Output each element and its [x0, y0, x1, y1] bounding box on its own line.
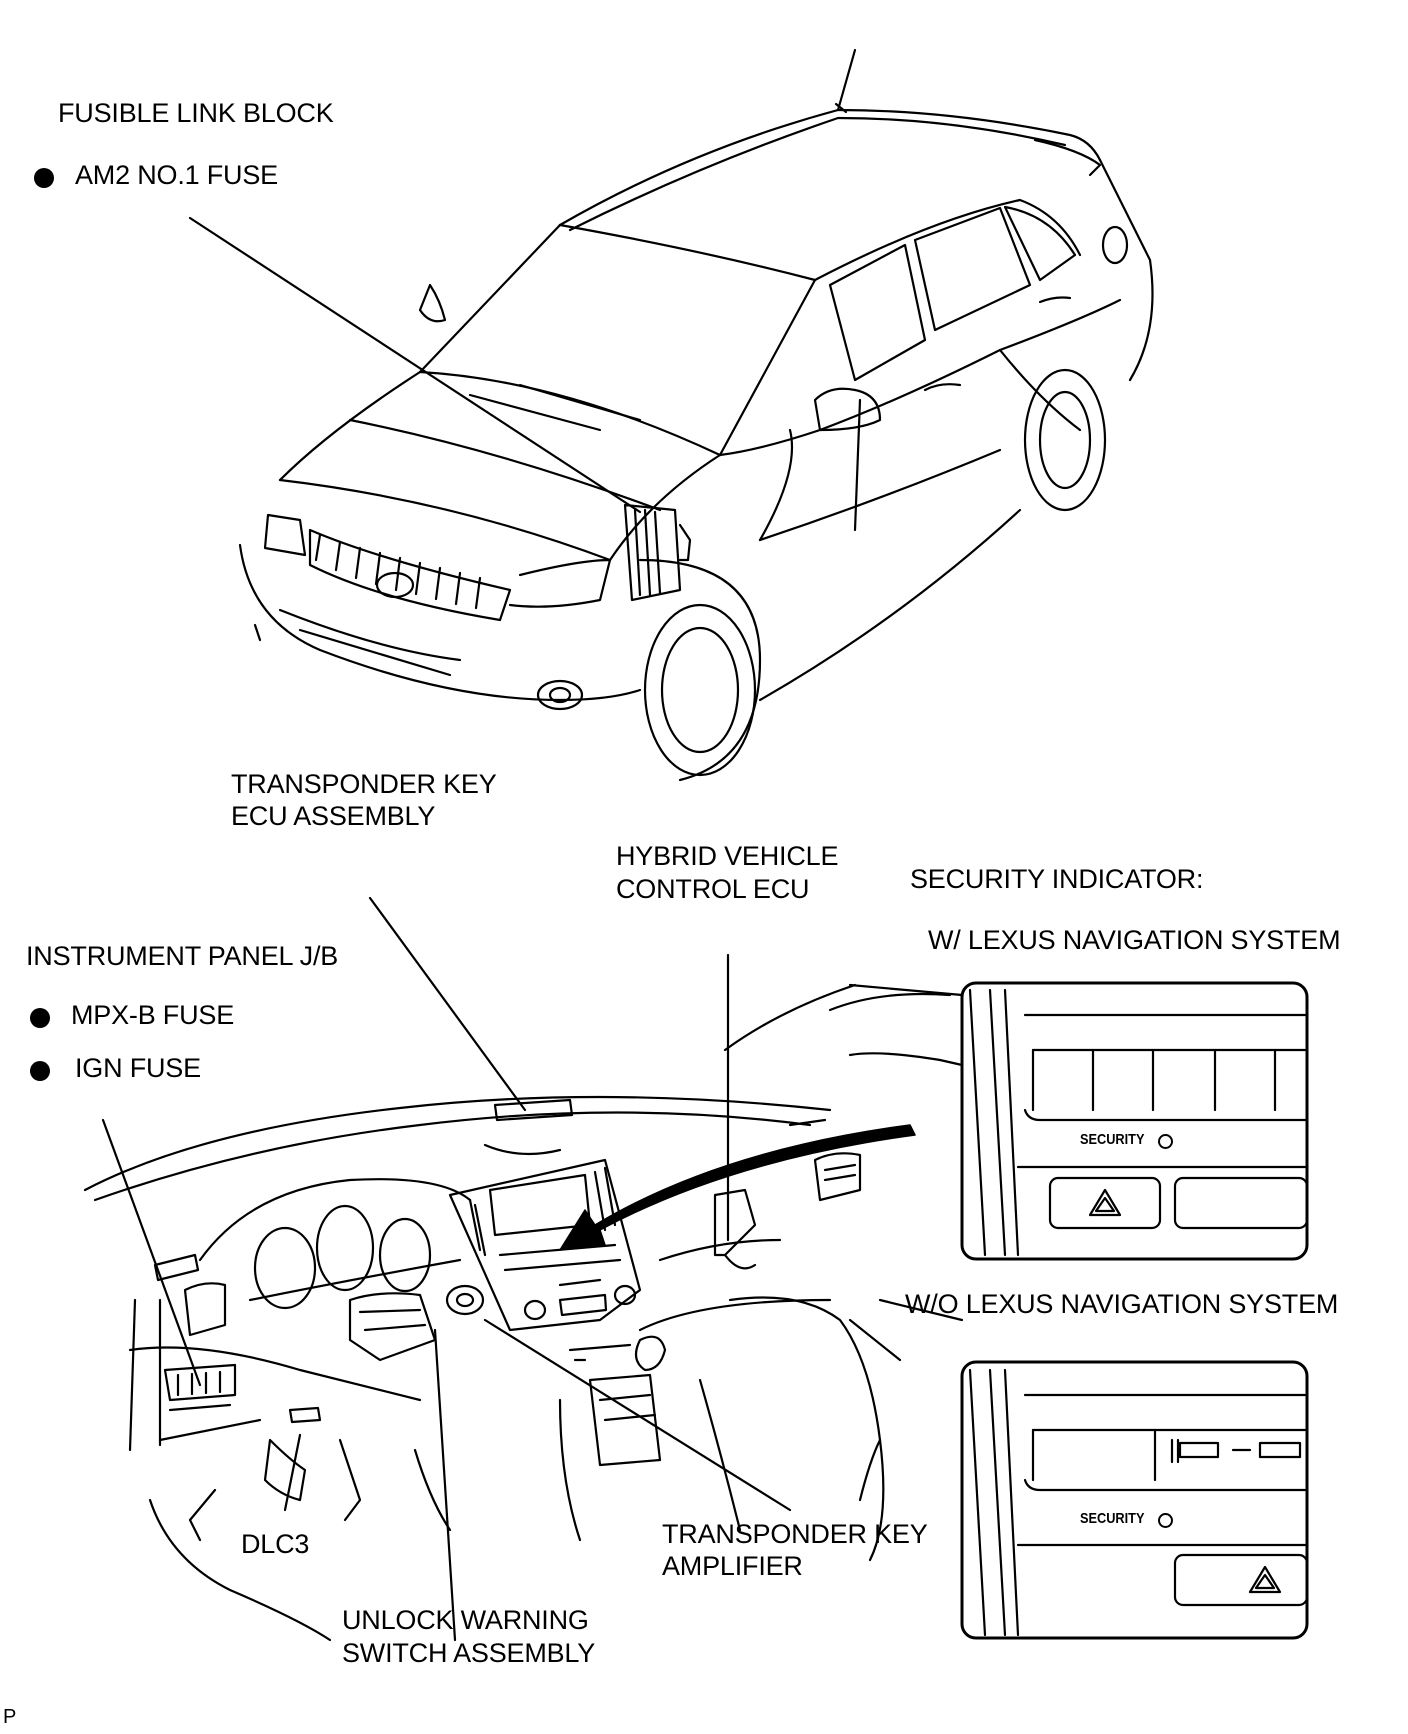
- dashboard-illustration: [83, 983, 952, 1642]
- label-hybrid-ecu-line2: CONTROL ECU: [616, 874, 810, 904]
- pointer-arrow: [559, 1124, 916, 1251]
- label-hybrid-ecu-line1: HYBRID VEHICLE: [616, 841, 839, 871]
- label-unlock-warning-line1: UNLOCK WARNING: [342, 1605, 589, 1635]
- label-ign-fuse: IGN FUSE: [75, 1053, 201, 1083]
- bullet-am2-fuse: [34, 168, 54, 188]
- leader-am2-fuse: [188, 216, 642, 514]
- label-mpx-b-fuse: MPX-B FUSE: [71, 1000, 235, 1030]
- security-led-icon: [1158, 1513, 1173, 1528]
- inset-security-text-with-nav: SECURITY: [1080, 1131, 1145, 1148]
- label-security-indicator: SECURITY INDICATOR:: [910, 864, 1204, 894]
- label-with-nav: W/ LEXUS NAVIGATION SYSTEM: [928, 925, 1341, 955]
- security-led-icon: [1158, 1134, 1173, 1149]
- label-instrument-panel-jb: INSTRUMENT PANEL J/B: [26, 941, 339, 971]
- label-transponder-key-ecu-line1: TRANSPONDER KEY: [231, 769, 497, 799]
- inset-with-nav: [960, 981, 1309, 1261]
- label-unlock-warning-line2: SWITCH ASSEMBLY: [342, 1638, 596, 1668]
- leader-instrument-panel-jb: [101, 1118, 202, 1387]
- vehicle-illustration: [238, 48, 1154, 782]
- leader-unlock-warning: [433, 1328, 457, 1642]
- label-transponder-amplifier-line2: AMPLIFIER: [662, 1551, 803, 1581]
- label-transponder-key-ecu-line2: ECU ASSEMBLY: [231, 801, 436, 831]
- label-without-nav: W/O LEXUS NAVIGATION SYSTEM: [905, 1289, 1339, 1319]
- bullet-ign-fuse: [30, 1061, 50, 1081]
- figure-code: P: [3, 1706, 17, 1728]
- leader-transponder-ecu: [368, 896, 527, 1112]
- bullet-mpx-b-fuse: [30, 1008, 50, 1028]
- label-fusible-link-block: FUSIBLE LINK BLOCK: [58, 98, 334, 128]
- inset-security-text-without-nav: SECURITY: [1080, 1510, 1145, 1527]
- label-transponder-amplifier-line1: TRANSPONDER KEY: [662, 1519, 928, 1549]
- label-dlc3: DLC3: [241, 1529, 310, 1559]
- inset-without-nav: [960, 1360, 1309, 1640]
- label-am2-fuse: AM2 NO.1 FUSE: [75, 160, 278, 190]
- leader-dlc3: [283, 1433, 302, 1512]
- leader-transponder-amplifier: [483, 1318, 792, 1512]
